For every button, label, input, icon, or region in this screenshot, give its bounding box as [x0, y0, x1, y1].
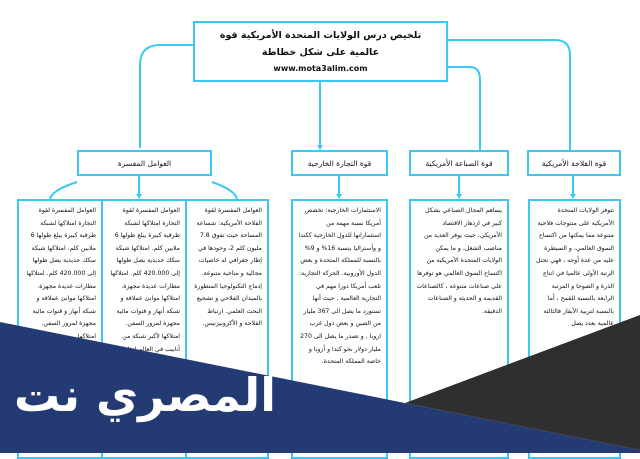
- header-factors: العوامل المفسرة: [77, 150, 212, 176]
- title-url: www.mota3alim.com: [273, 64, 368, 73]
- header-agriculture: قوة الفلاحة الأمريكية: [527, 150, 621, 176]
- title-text: تلخيص درس الولايات المتحدة الأمريكية قوة…: [219, 30, 422, 58]
- title-box: تلخيص درس الولايات المتحدة الأمريكية قوة…: [193, 21, 448, 82]
- header-trade: قوة التجارة الخارجية: [291, 150, 388, 176]
- connector-factors: [139, 44, 193, 148]
- header-industry: قوة الصناعة الأمريكية: [409, 150, 509, 176]
- watermark-logo: المصري نت: [14, 368, 276, 422]
- connector-agriculture: [448, 39, 571, 150]
- dark-triangle: [405, 315, 640, 450]
- navy-band: [0, 322, 640, 453]
- connector-industry: [448, 66, 481, 150]
